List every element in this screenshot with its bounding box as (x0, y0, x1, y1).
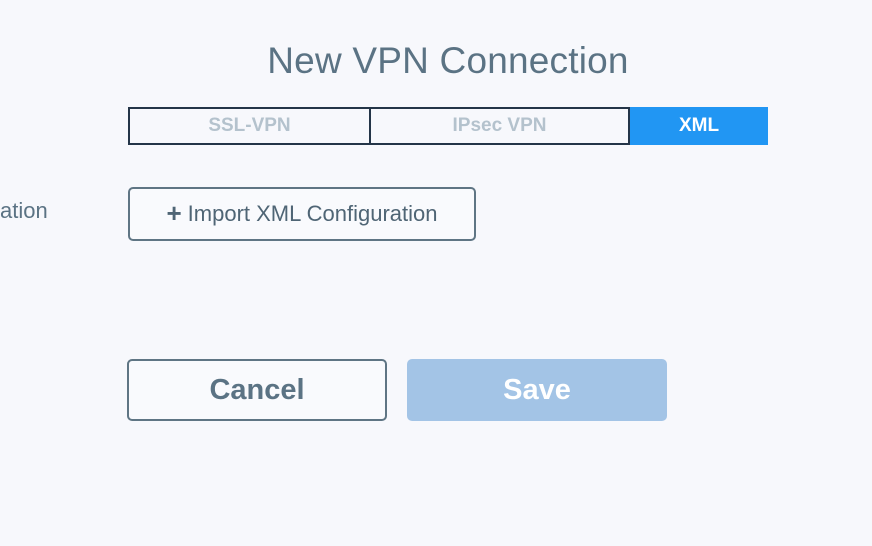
import-button-label: Import XML Configuration (187, 201, 438, 226)
tab-ssl-vpn[interactable]: SSL-VPN (128, 107, 371, 145)
cancel-button[interactable]: Cancel (127, 359, 387, 421)
tab-xml[interactable]: XML (630, 107, 768, 145)
save-button[interactable]: Save (407, 359, 667, 421)
vpn-type-tabs: SSL-VPN IPsec VPN XML (128, 107, 768, 145)
field-label-configuration: ation (0, 198, 48, 223)
plus-icon: + (166, 198, 182, 228)
import-xml-configuration-button[interactable]: + Import XML Configuration (128, 187, 476, 241)
tab-ipsec-vpn[interactable]: IPsec VPN (371, 107, 630, 145)
dialog-title: New VPN Connection (267, 40, 629, 81)
